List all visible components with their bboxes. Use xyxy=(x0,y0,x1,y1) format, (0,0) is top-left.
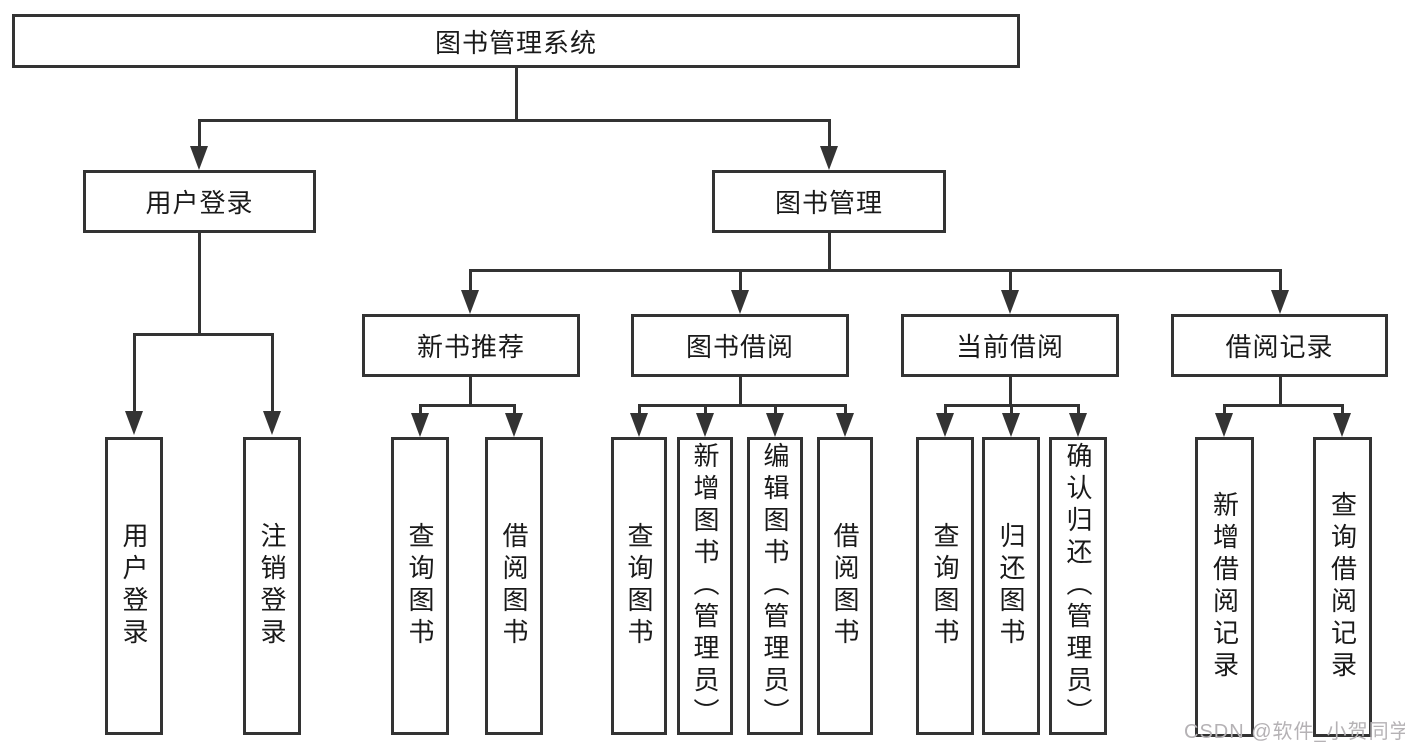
node-borrowing-records: 借阅记录 xyxy=(1171,314,1388,377)
node-label: 查询借阅记录 xyxy=(1327,491,1358,683)
leaf-query-borrow-record: 查询借阅记录 xyxy=(1313,437,1372,737)
node-label: 注销登录 xyxy=(257,522,287,650)
node-label: 用户登录 xyxy=(119,522,149,650)
leaf-logout: 注销登录 xyxy=(243,437,301,735)
connector-drop-new-book xyxy=(469,269,472,293)
connector-drop-current-borrowing xyxy=(1009,269,1012,293)
arrowhead-leaf xyxy=(1215,413,1233,437)
connector-drop xyxy=(638,404,641,416)
connector-newbook-bus xyxy=(419,404,516,407)
arrowhead-borrowing-records xyxy=(1271,290,1289,314)
arrowhead-book-management xyxy=(820,146,838,170)
node-label: 编辑图书（管理员） xyxy=(760,442,790,730)
connector-borrowing-stem xyxy=(739,377,742,407)
node-root-library-system: 图书管理系统 xyxy=(12,14,1020,68)
arrowhead-leaf xyxy=(630,413,648,437)
node-label: 新增借阅记录 xyxy=(1209,491,1240,683)
arrowhead-leaf-user-login xyxy=(125,411,143,435)
arrowhead-leaf xyxy=(1333,413,1351,437)
node-label: 归还图书 xyxy=(996,522,1026,650)
connector-drop xyxy=(1077,404,1080,416)
node-label: 图书管理系统 xyxy=(434,27,597,58)
node-new-book-recommendation: 新书推荐 xyxy=(362,314,580,377)
node-label: 新书推荐 xyxy=(416,332,525,362)
connector-userlogin-stem xyxy=(198,233,201,336)
arrowhead-leaf xyxy=(766,413,784,437)
arrowhead-new-book xyxy=(461,290,479,314)
leaf-borrow-books: 借阅图书 xyxy=(817,437,873,735)
connector-newbook-stem xyxy=(469,377,472,407)
leaf-query-books-borrow: 查询图书 xyxy=(611,437,667,735)
connector-records-bus xyxy=(1223,404,1343,407)
node-label: 借阅图书 xyxy=(830,522,860,650)
node-user-login: 用户登录 xyxy=(83,170,316,233)
arrowhead-book-borrowing xyxy=(731,290,749,314)
connector-userlogin-bus xyxy=(133,333,273,336)
node-label: 查询图书 xyxy=(405,522,435,650)
leaf-return-books: 归还图书 xyxy=(982,437,1040,735)
node-label: 确认归还（管理员） xyxy=(1063,442,1093,730)
arrowhead-leaf xyxy=(505,413,523,437)
connector-drop-user-login xyxy=(198,119,201,150)
leaf-add-books-admin: 新增图书（管理员） xyxy=(677,437,733,735)
connector-drop-borrowing-records xyxy=(1279,269,1282,293)
connector-root-stem xyxy=(515,66,518,122)
connector-drop-leaf-user-login xyxy=(133,333,136,413)
arrowhead-leaf xyxy=(1069,413,1087,437)
arrowhead-leaf xyxy=(696,413,714,437)
connector-drop xyxy=(704,404,707,416)
connector-bookmgmt-bus xyxy=(469,269,1281,272)
arrowhead-leaf xyxy=(836,413,854,437)
arrowhead-current-borrowing xyxy=(1001,290,1019,314)
node-label: 图书管理 xyxy=(774,188,883,218)
node-label: 查询图书 xyxy=(624,522,654,650)
leaf-query-books-current: 查询图书 xyxy=(916,437,974,735)
csdn-watermark: CSDN @软件_小贺同学 xyxy=(1184,721,1405,743)
connector-current-stem xyxy=(1009,377,1012,407)
arrowhead-leaf xyxy=(936,413,954,437)
connector-drop-book-borrowing xyxy=(739,269,742,293)
connector-drop-book-management xyxy=(828,119,831,150)
node-label: 借阅图书 xyxy=(499,522,529,650)
node-label: 查询图书 xyxy=(930,522,960,650)
connector-drop-leaf-logout xyxy=(271,333,274,413)
leaf-user-login: 用户登录 xyxy=(105,437,163,735)
connector-records-stem xyxy=(1279,377,1282,407)
leaf-query-books-recommend: 查询图书 xyxy=(391,437,449,735)
connector-borrowing-bus xyxy=(638,404,846,407)
leaf-confirm-return-admin: 确认归还（管理员） xyxy=(1049,437,1107,735)
arrowhead-leaf xyxy=(411,413,429,437)
connector-bookmgmt-stem xyxy=(828,233,831,272)
node-label: 当前借阅 xyxy=(955,332,1064,362)
leaf-edit-books-admin: 编辑图书（管理员） xyxy=(747,437,803,735)
node-label: 借阅记录 xyxy=(1225,332,1334,362)
connector-root-bus xyxy=(198,119,831,122)
connector-drop xyxy=(774,404,777,416)
connector-drop xyxy=(844,404,847,416)
node-current-borrowing: 当前借阅 xyxy=(901,314,1119,377)
node-book-management: 图书管理 xyxy=(712,170,946,233)
node-label: 图书借阅 xyxy=(685,332,794,362)
leaf-add-borrow-record: 新增借阅记录 xyxy=(1195,437,1254,737)
connector-drop xyxy=(513,404,516,416)
connector-drop xyxy=(1341,404,1344,416)
arrowhead-leaf-logout xyxy=(263,411,281,435)
node-label: 新增图书（管理员） xyxy=(690,442,720,730)
connector-drop xyxy=(419,404,422,416)
connector-drop xyxy=(944,404,947,416)
connector-drop xyxy=(1010,404,1013,416)
connector-drop xyxy=(1223,404,1226,416)
leaf-borrow-books-recommend: 借阅图书 xyxy=(485,437,543,735)
node-label: 用户登录 xyxy=(145,188,254,218)
node-book-borrowing: 图书借阅 xyxy=(631,314,849,377)
arrowhead-leaf xyxy=(1002,413,1020,437)
arrowhead-user-login xyxy=(190,146,208,170)
